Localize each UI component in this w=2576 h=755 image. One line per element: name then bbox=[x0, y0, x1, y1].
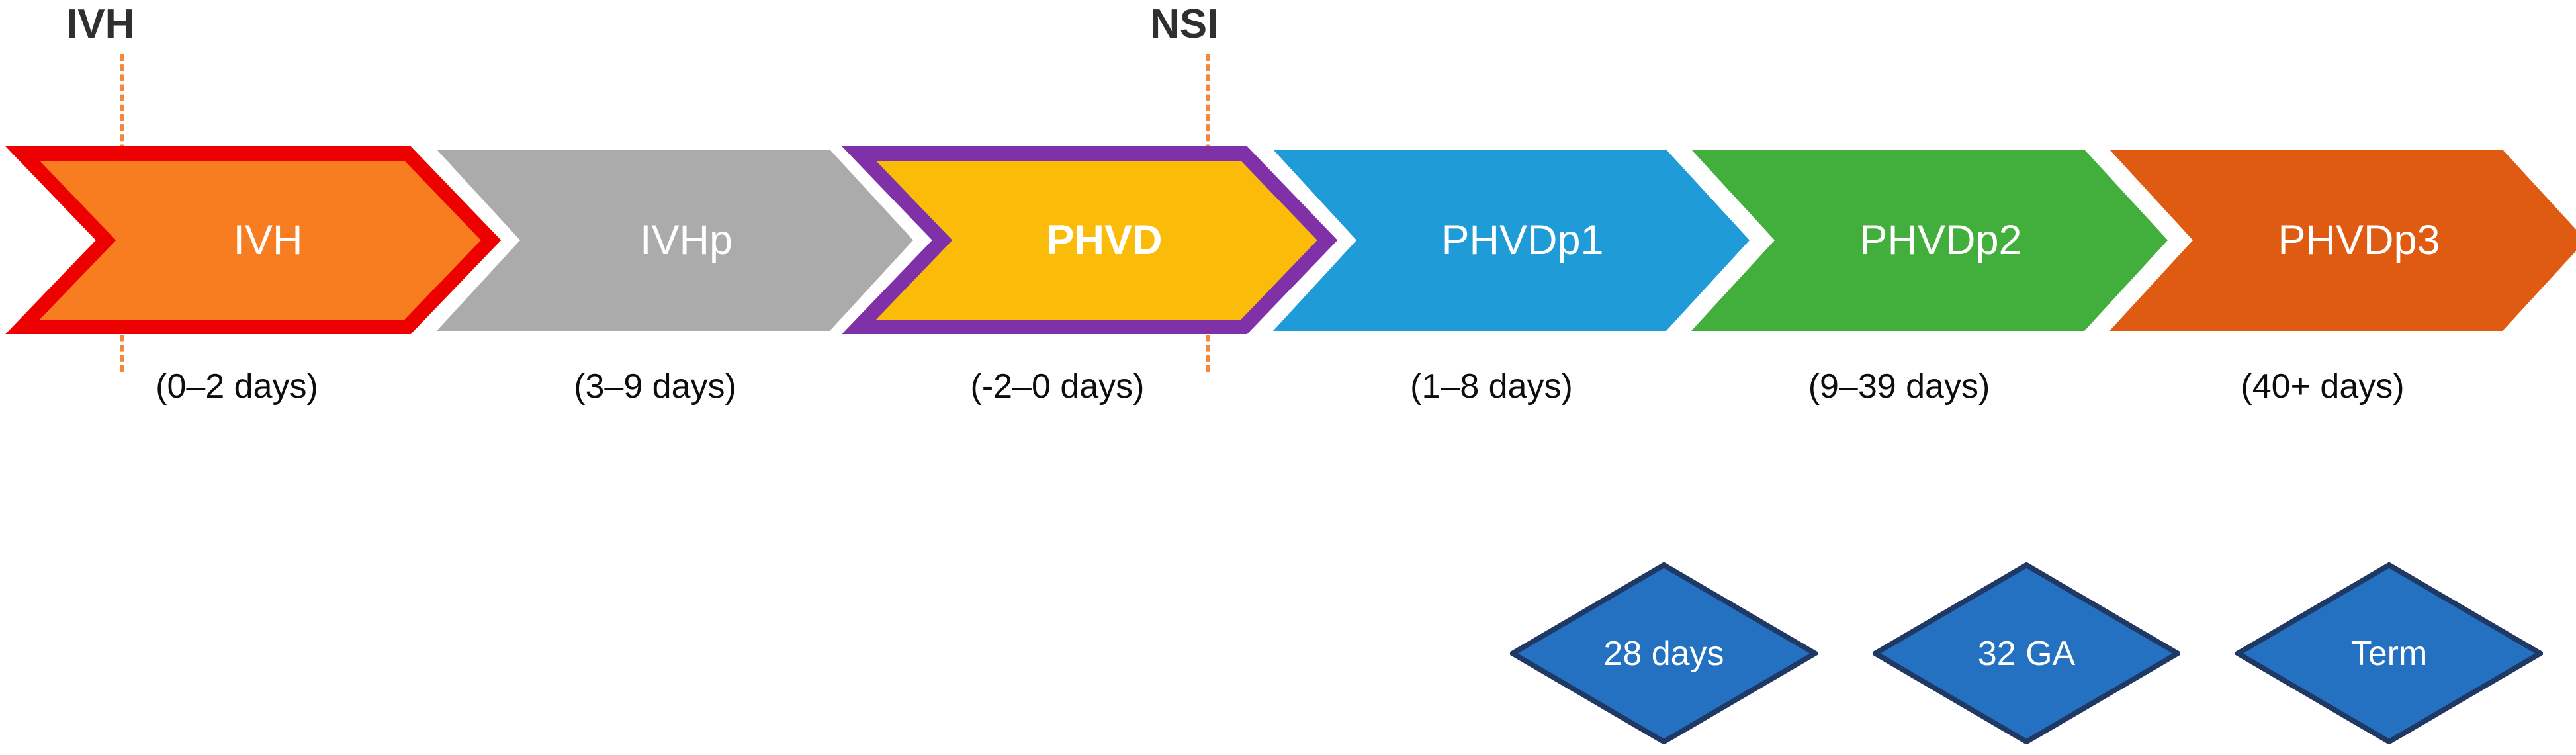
stage-chevron-phvd[interactable]: PHVD bbox=[855, 150, 1331, 331]
stage-chevron-phvdp1[interactable]: PHVDp1 bbox=[1273, 150, 1750, 331]
milestone-term[interactable]: Term bbox=[2235, 562, 2543, 744]
stage-days-ivh: (0–2 days) bbox=[155, 367, 318, 406]
chevron-shape-phvdp3 bbox=[2110, 150, 2576, 331]
stage-chevron-phvdp2[interactable]: PHVDp2 bbox=[1691, 150, 2168, 331]
chevron-shape-ivhp bbox=[437, 150, 913, 331]
stage-days-phvd: (-2–0 days) bbox=[970, 367, 1145, 406]
stage-days-ivhp: (3–9 days) bbox=[574, 367, 736, 406]
chevron-shape-ivh bbox=[19, 150, 495, 331]
stage-chevron-phvdp3[interactable]: PHVDp3 bbox=[2110, 150, 2576, 331]
diamond-shape-term bbox=[2235, 562, 2543, 744]
diamond-shape-28-days bbox=[1510, 562, 1818, 744]
marker-label-ivh: IVH bbox=[66, 1, 135, 47]
chevron-shape-phvdp2 bbox=[1691, 150, 2168, 331]
marker-label-nsi: NSI bbox=[1150, 1, 1219, 47]
stage-days-phvdp1: (1–8 days) bbox=[1410, 367, 1573, 406]
milestone-28-days[interactable]: 28 days bbox=[1510, 562, 1818, 744]
chevron-shape-phvdp1 bbox=[1273, 150, 1750, 331]
stage-chevron-ivh[interactable]: IVH bbox=[19, 150, 495, 331]
milestone-32-ga[interactable]: 32 GA bbox=[1873, 562, 2180, 744]
diamond-shape-32-ga bbox=[1873, 562, 2180, 744]
chevron-shape-phvd bbox=[855, 150, 1331, 331]
stage-chevron-ivhp[interactable]: IVHp bbox=[437, 150, 913, 331]
stage-days-phvdp2: (9–39 days) bbox=[1808, 367, 1990, 406]
stage-days-phvdp3: (40+ days) bbox=[2241, 367, 2405, 406]
